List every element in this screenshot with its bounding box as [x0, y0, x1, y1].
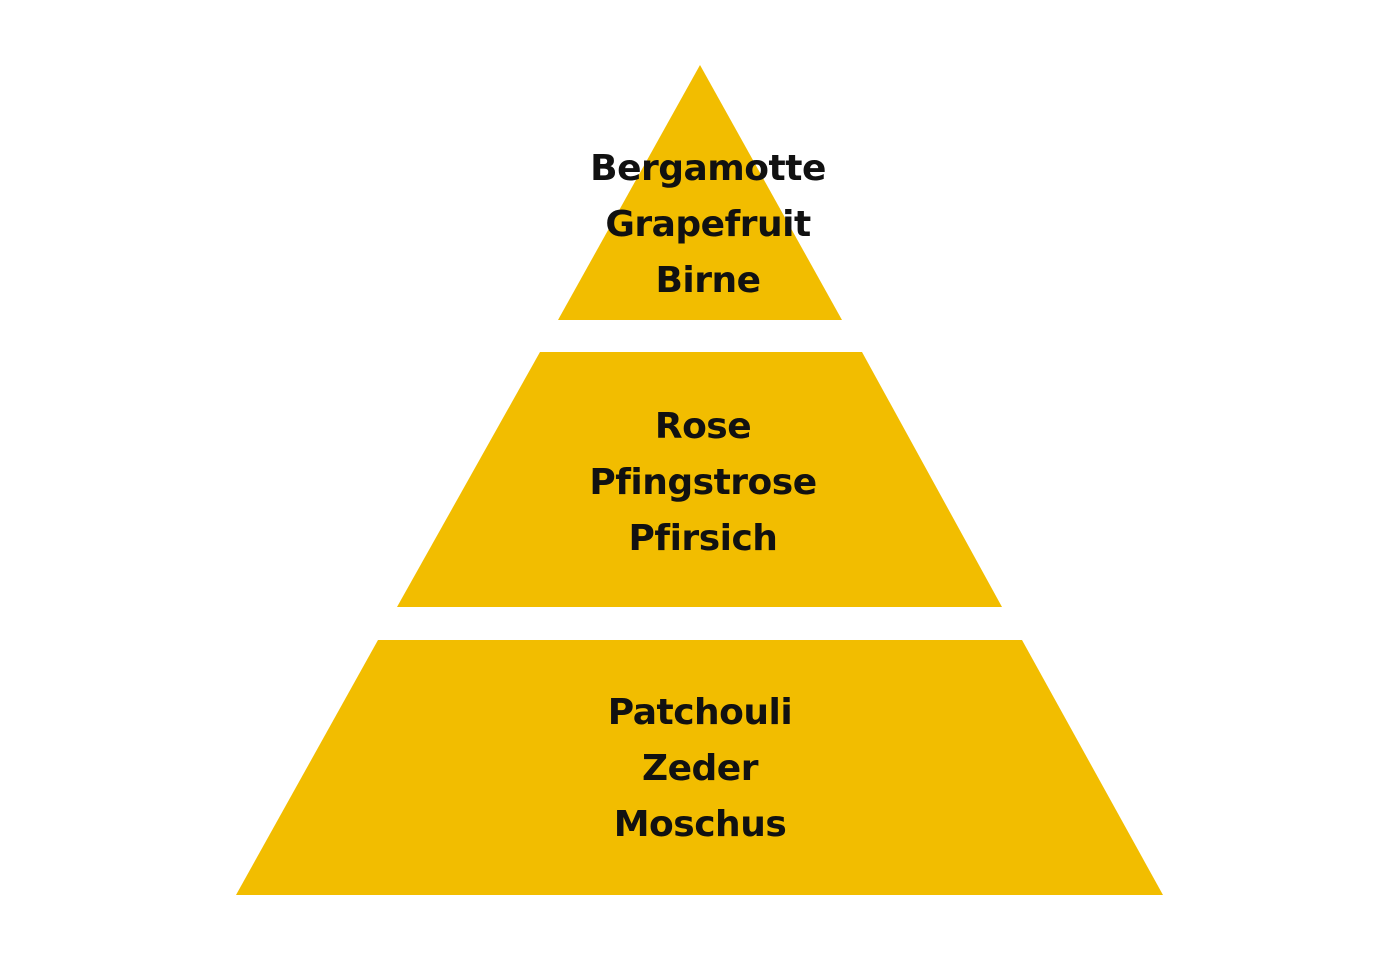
note-label: Moschus [613, 804, 787, 845]
pyramid-tier-bottom [236, 640, 1163, 895]
note-label: Pfirsich [628, 518, 778, 559]
pyramid-tier-top [558, 65, 842, 320]
heart-notes-list: Rose Pfingstrose Pfirsich [503, 399, 903, 567]
note-label: Patchouli [607, 692, 793, 733]
base-notes-list: Patchouli Zeder Moschus [500, 685, 900, 853]
note-label: Rose [654, 406, 752, 447]
note-label: Zeder [642, 748, 758, 789]
note-label: Grapefruit [605, 204, 811, 245]
note-label: Bergamotte [590, 148, 826, 189]
top-notes-list: Bergamotte Grapefruit Birne [508, 141, 908, 309]
note-label: Birne [655, 260, 761, 301]
pyramid-tier-middle [397, 352, 1002, 607]
note-label: Pfingstrose [589, 462, 817, 503]
